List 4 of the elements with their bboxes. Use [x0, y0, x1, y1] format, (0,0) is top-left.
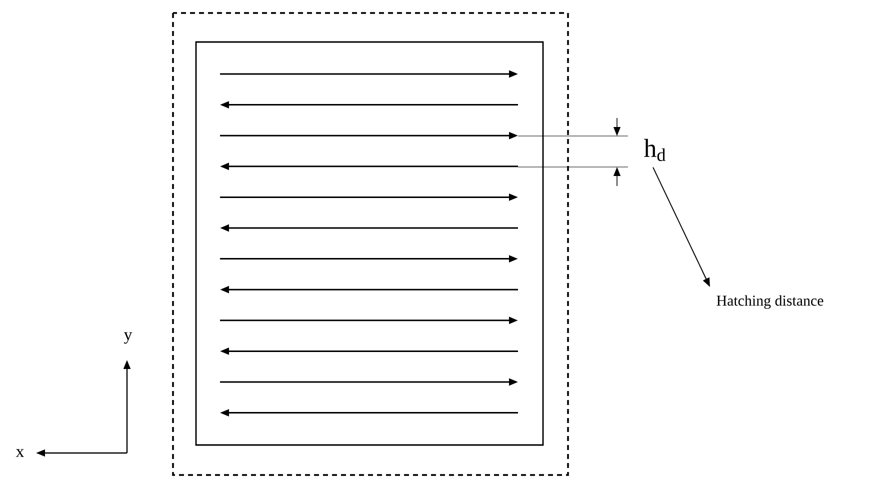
- axis-label: x: [16, 449, 24, 457]
- annotation-text: Hatching distance: [716, 295, 824, 309]
- dimension-label: h$_{d}$: [644, 138, 666, 162]
- axis-label: y: [124, 332, 132, 344]
